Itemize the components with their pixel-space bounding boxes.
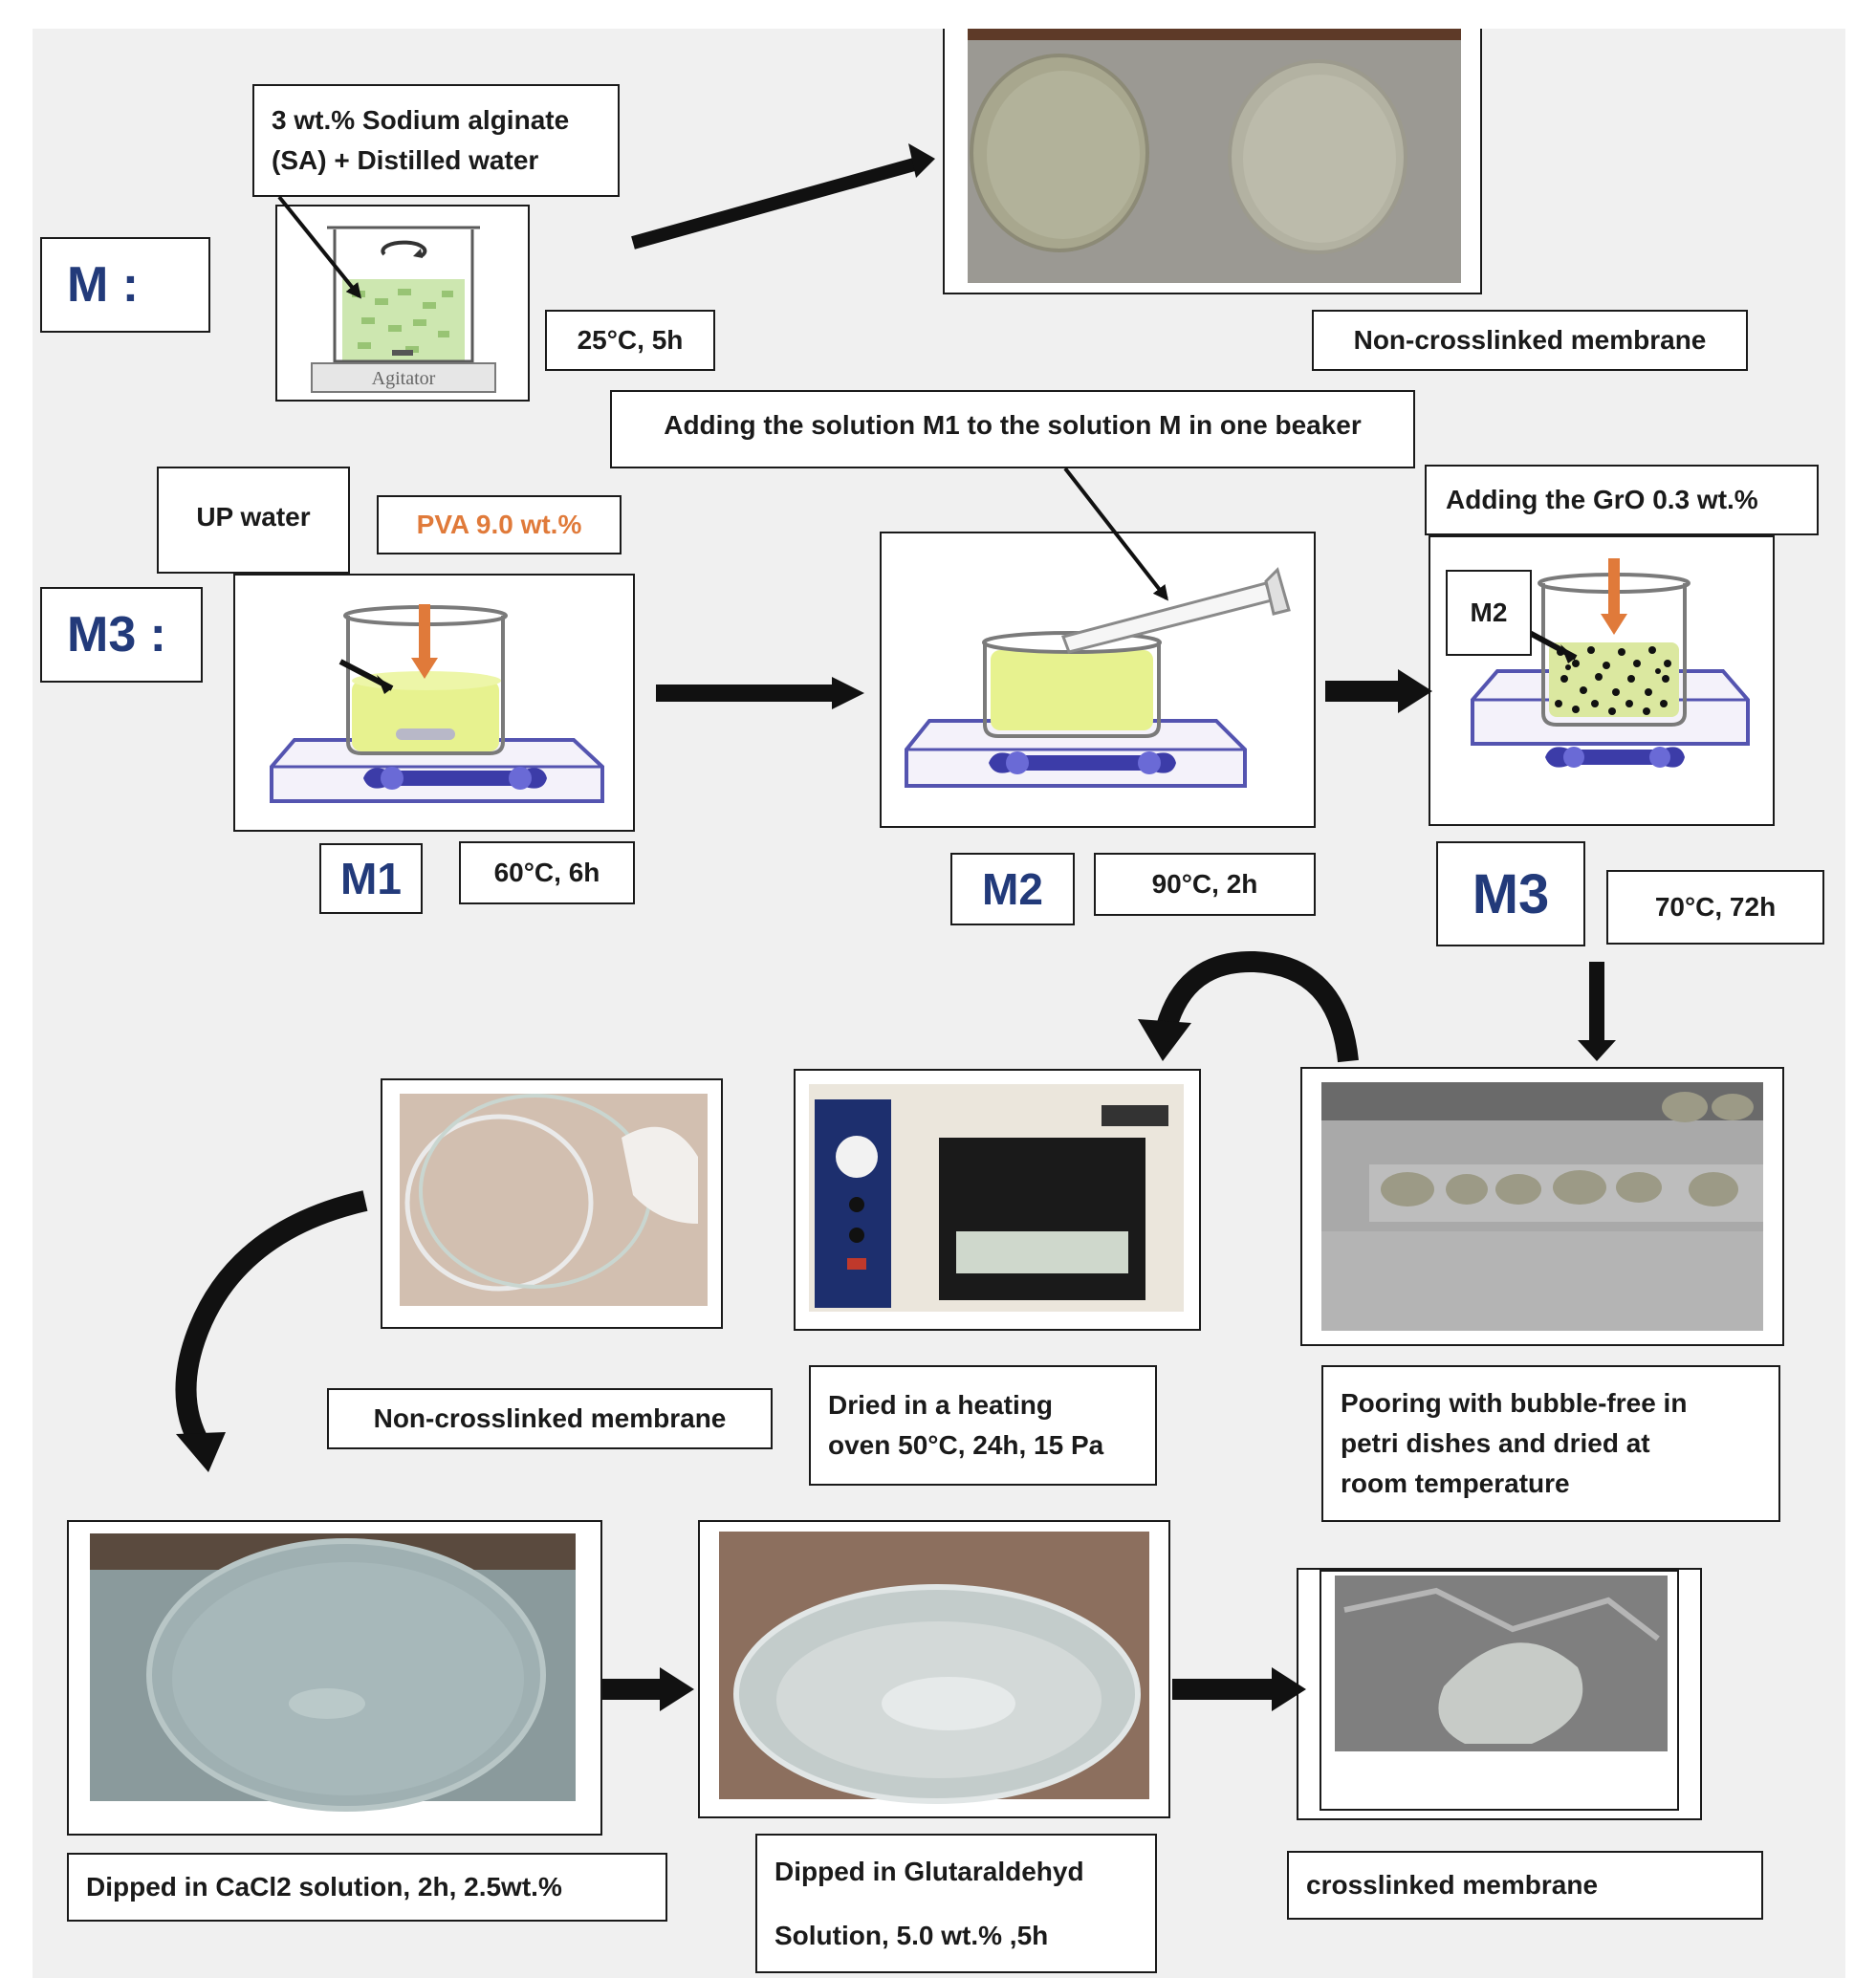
crosslinked-membrane-photo [1335, 1576, 1668, 1751]
adding-m1-label: Adding the solution M1 to the solution M… [610, 390, 1415, 468]
arrow-cacl2-to-glutar [602, 1667, 694, 1711]
m2-small-label: M2 [1446, 570, 1532, 656]
pva-label: PVA 9.0 wt.% [377, 495, 622, 554]
arrow-to-top-membrane [631, 143, 935, 250]
m-condition-label: 25°C, 5h [545, 310, 715, 371]
membrane-photo-top [943, 29, 1482, 294]
agitator-label: Agitator [372, 368, 436, 389]
m2-condition-label: 90°C, 2h [1094, 853, 1316, 916]
noncrosslinked-label-top: Non-crosslinked membrane [1312, 310, 1748, 371]
pooring-label: Pooring with bubble-free in petri dishes… [1321, 1365, 1780, 1522]
glutaraldehyd-photo [698, 1520, 1170, 1818]
peeled-membrane-photo [382, 1080, 721, 1327]
section-label-m3: M3 : [40, 587, 203, 683]
beaker-agitator-illustration: Agitator [277, 206, 528, 400]
crosslinked-photo [1297, 1568, 1702, 1820]
arrow-m3-down [1578, 962, 1616, 1061]
m3-label: M3 [1436, 841, 1585, 946]
petri-membranes-photo [945, 29, 1480, 293]
m1-condition-label: 60°C, 6h [459, 841, 635, 904]
arrow-m1-to-m2 [656, 677, 864, 709]
dried-oven-label: Dried in a heating oven 50°C, 24h, 15 Pa [809, 1365, 1157, 1486]
sa-solution-label: 3 wt.% Sodium alginate (SA) + Distilled … [252, 84, 620, 197]
arrow-curve-to-cacl2 [175, 1190, 368, 1472]
crosslinked-label: crosslinked membrane [1287, 1851, 1763, 1920]
glutaraldehyd-dish-photo [700, 1522, 1168, 1816]
arrow-glutar-to-crosslinked [1172, 1667, 1306, 1711]
arrow-m2-to-m3 [1325, 669, 1432, 713]
m1-label: M1 [319, 843, 423, 914]
m1-stirrer-illustration [254, 589, 614, 816]
m2-syringe-illustration [895, 547, 1300, 813]
noncrosslinked-photo-mid [381, 1078, 723, 1329]
arrow-adding-to-syringe [1063, 467, 1168, 601]
beaker-agitator-panel: Agitator [275, 205, 530, 402]
arrow-sa-to-beaker [277, 195, 362, 299]
up-water-label: UP water [157, 467, 350, 574]
oven-photo [794, 1069, 1201, 1331]
cacl2-photo [67, 1520, 602, 1836]
cacl2-label: Dipped in CaCl2 solution, 2h, 2.5wt.% [67, 1853, 667, 1922]
cacl2-dish-photo [69, 1522, 600, 1834]
m1-stirrer-panel [233, 574, 635, 832]
arrow-curve-petri-to-oven [1138, 950, 1359, 1063]
m3-condition-label: 70°C, 72h [1606, 870, 1824, 945]
glutaraldehyd-label: Dipped in Glutaraldehyd Solution, 5.0 wt… [755, 1834, 1157, 1973]
m2-stirrer-panel [880, 532, 1316, 828]
adding-gro-label: Adding the GrO 0.3 wt.% [1425, 465, 1819, 535]
section-label-m: M : [40, 237, 210, 333]
heating-oven-photo [796, 1071, 1199, 1329]
petri-pouring-photo [1300, 1067, 1784, 1346]
noncrosslinked-label-mid: Non-crosslinked membrane [327, 1388, 773, 1449]
petri-dishes-photo [1302, 1069, 1782, 1344]
m2-label: M2 [950, 853, 1075, 925]
